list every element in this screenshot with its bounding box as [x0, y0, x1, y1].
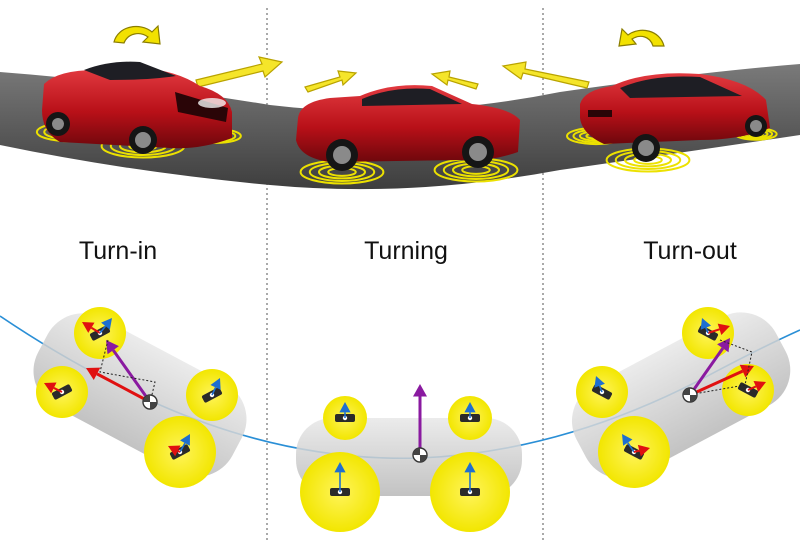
rotation-arrows	[113, 24, 665, 47]
dotted-reference-lines	[99, 339, 753, 404]
force-arrow-icon	[44, 382, 63, 394]
motion-arrow-icon	[195, 56, 284, 88]
car-turn-in	[42, 61, 232, 154]
curved-arrow-icon	[113, 24, 161, 45]
force-arrow-icon	[700, 318, 712, 334]
force-arrow-icon	[334, 462, 346, 492]
phase-dividers	[266, 8, 544, 541]
force-arrow-icon	[413, 384, 427, 455]
motion-arrows	[195, 56, 590, 93]
force-arrow-icon	[86, 367, 151, 404]
center-of-gravity-icon	[142, 394, 158, 410]
force-arrow-icon	[633, 444, 650, 457]
phase-label-turning: Turning	[364, 237, 448, 265]
curved-arrow-icon	[618, 27, 665, 47]
force-arrow-icon	[688, 338, 730, 396]
center-of-gravity-icon	[412, 447, 428, 463]
force-arrow-icon	[82, 322, 101, 334]
force-vectors	[44, 318, 766, 492]
center-of-gravity-markers	[142, 387, 698, 463]
force-arrow-icon	[106, 340, 152, 403]
force-arrow-icon	[99, 318, 112, 334]
motion-arrow-icon	[304, 70, 358, 93]
force-arrow-icon	[464, 462, 476, 492]
force-arrow-icon	[747, 380, 766, 392]
force-arrow-icon	[464, 402, 476, 418]
force-arrow-icon	[210, 378, 221, 396]
motion-arrow-icon	[501, 61, 590, 89]
car-turning	[296, 85, 520, 171]
force-arrow-icon	[622, 434, 635, 453]
force-arrow-icon	[689, 364, 754, 397]
center-of-gravity-icon	[682, 387, 698, 403]
phase-label-turn-out: Turn-out	[643, 237, 737, 265]
force-arrow-icon	[339, 402, 351, 418]
force-arrow-icon	[179, 434, 190, 453]
phase-label-turn-in: Turn-in	[79, 237, 157, 265]
force-arrow-icon	[707, 323, 730, 336]
force-arrow-icon	[594, 376, 605, 393]
force-arrow-icon	[168, 445, 181, 457]
motion-arrow-icon	[430, 70, 479, 90]
car-turn-out	[580, 73, 770, 162]
